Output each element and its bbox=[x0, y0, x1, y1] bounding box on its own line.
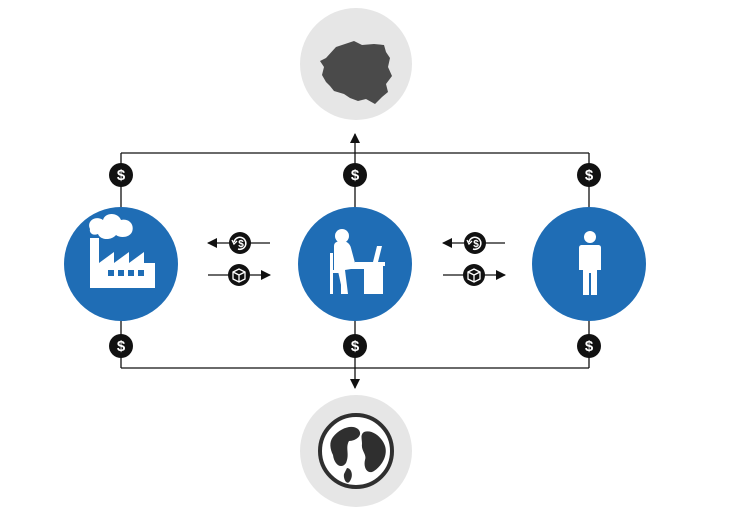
money-badges: $$$$$$ bbox=[109, 163, 601, 358]
money-badge-top-center: $ bbox=[343, 163, 367, 187]
money-badge-circle bbox=[577, 163, 601, 187]
person-at-desk-icon bbox=[330, 229, 385, 294]
money-back-icon: $ bbox=[229, 232, 251, 254]
factory-icon bbox=[89, 214, 155, 288]
svg-text:$: $ bbox=[238, 239, 244, 250]
money-symbol: $ bbox=[117, 167, 126, 184]
money-badge-circle bbox=[109, 163, 133, 187]
money-badge-top-left: $ bbox=[109, 163, 133, 187]
money-badge-top-right: $ bbox=[577, 163, 601, 187]
money-badge-bottom-right: $ bbox=[577, 334, 601, 358]
svg-text:$: $ bbox=[473, 239, 479, 250]
package-icon bbox=[463, 264, 485, 286]
package-icon bbox=[228, 264, 250, 286]
money-badge-bottom-center: $ bbox=[343, 334, 367, 358]
money-badge-circle bbox=[343, 334, 367, 358]
person-icon bbox=[579, 231, 601, 295]
money-badge-circle bbox=[109, 334, 133, 358]
globe-icon bbox=[318, 413, 394, 489]
money-badge-circle bbox=[577, 334, 601, 358]
money-symbol: $ bbox=[585, 167, 594, 184]
poland-map-icon bbox=[320, 41, 392, 104]
money-symbol: $ bbox=[351, 167, 360, 184]
money-symbol: $ bbox=[351, 338, 360, 355]
money-symbol: $ bbox=[117, 338, 126, 355]
money-back-icon: $ bbox=[464, 232, 486, 254]
flow-icons: $$ bbox=[228, 232, 486, 286]
money-badge-bottom-left: $ bbox=[109, 334, 133, 358]
money-symbol: $ bbox=[585, 338, 594, 355]
money-badge-circle bbox=[343, 163, 367, 187]
